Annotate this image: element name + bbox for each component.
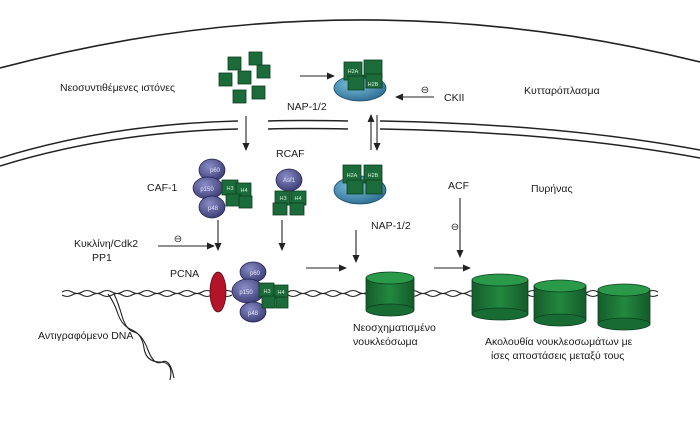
phospho-cyclin: ⊖ [174, 234, 182, 245]
pcna-replication-complex: p60 p150 p48 H3 H4 [209, 261, 289, 323]
label-sequence-line2: ίσες αποστάσεις μεταξύ τους [491, 350, 625, 362]
label-sequence-line1: Ακολουθία νουκλεοσωμάτων με [485, 336, 633, 348]
nap-complex-nucleus: H2A H2B [333, 164, 387, 205]
phospho-ckii: ⊖ [421, 85, 429, 96]
free-histones [218, 51, 271, 104]
label-caf1: CAF-1 [147, 182, 178, 194]
asf1-label: Asf1 [283, 178, 296, 184]
h4-label-pcna: H4 [277, 290, 284, 296]
rcaf-complex: Asf1 H3 H4 [272, 168, 307, 216]
dna-strands [61, 289, 659, 381]
label-new-nucleosome-line1: Νεοσχηματισμένο [353, 322, 436, 334]
label-nap-mid: NAP-1/2 [371, 220, 411, 232]
h2a-label-top: H2A [348, 69, 359, 75]
h2b-label-mid: H2B [368, 173, 379, 179]
label-pp1: PP1 [92, 252, 112, 264]
h3-label-rcaf: H3 [279, 196, 286, 202]
label-nap-top: NAP-1/2 [287, 101, 327, 113]
nap-complex-cytoplasm: H2A H2B [333, 59, 387, 102]
h3-label-caf: H3 [226, 186, 233, 192]
nucleosome-seq-1 [471, 273, 529, 321]
label-newly-synthesized-histones: Νεοσυντιθέμενες ιστόνες [60, 82, 176, 94]
label-pcna: PCNA [170, 268, 200, 280]
caf1-complex: p60 p150 p48 H3 H4 [192, 158, 253, 219]
phospho-acf: ⊖ [451, 222, 459, 233]
p48-label-pcna: p48 [248, 311, 259, 317]
h4-label-rcaf: H4 [294, 196, 301, 202]
h2a-label-mid: H2A [347, 173, 358, 179]
label-cytoplasm: Κυτταρόπλασμα [524, 85, 600, 97]
label-replicating-dna: Αντιγραφόμενο DNA [38, 330, 134, 342]
nuclear-envelope [0, 119, 700, 167]
h4-label-caf: H4 [240, 188, 247, 194]
h3-label-pcna: H3 [263, 289, 270, 295]
label-acf: ACF [448, 180, 469, 192]
arrows [158, 72, 471, 272]
label-cyclin-cdk2: Κυκλίνη/Cdk2 [74, 238, 139, 250]
p150-label-caf: p150 [200, 187, 214, 193]
h2b-label-top: H2B [368, 82, 379, 88]
p60-label-caf: p60 [210, 168, 221, 174]
nucleosome-new [365, 271, 415, 317]
nucleosome-seq-3 [597, 283, 651, 331]
nucleosome-seq-2 [533, 279, 587, 327]
label-rcaf: RCAF [276, 148, 305, 160]
label-nucleus: Πυρήνας [531, 183, 573, 195]
p150-label-pcna: p150 [239, 290, 253, 296]
p48-label-caf: p48 [208, 206, 219, 212]
label-new-nucleosome-line2: νουκλεόσωμα [353, 336, 418, 348]
cell-membrane [0, 19, 700, 69]
p60-label-pcna: p60 [250, 271, 261, 277]
label-ckii: CKII [444, 92, 465, 104]
